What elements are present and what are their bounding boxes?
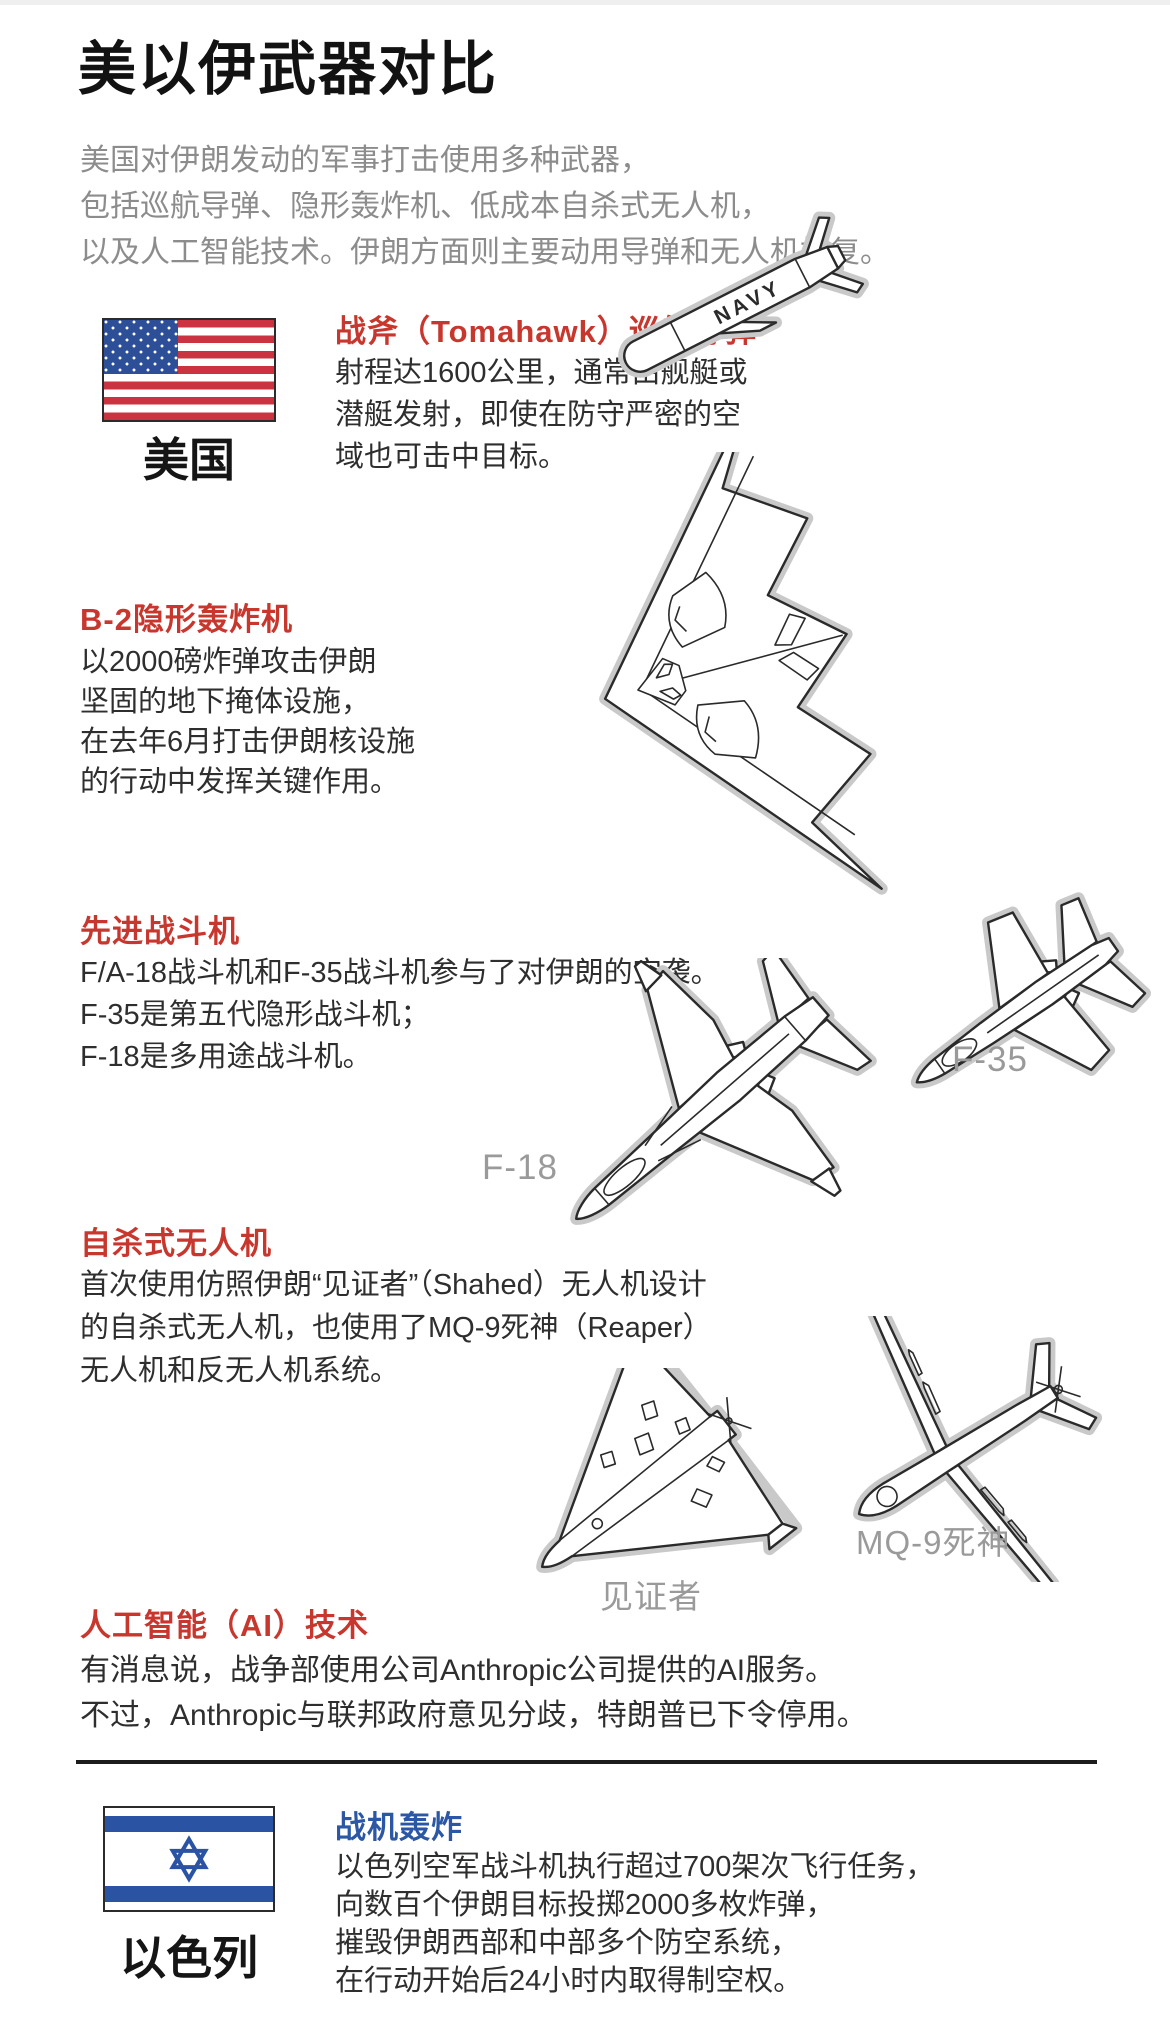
us-flag-canton bbox=[104, 320, 178, 374]
fighters-body: F/A-18战斗机和F-35战斗机参与了对伊朗的空袭。F-35是第五代隐形战斗机… bbox=[80, 957, 720, 1073]
ai-body: 有消息说，战争部使用公司Anthropic公司提供的AI服务。不过，Anthro… bbox=[80, 1654, 867, 1732]
strikes-heading: 战机轰炸 bbox=[335, 1810, 463, 1845]
israel-country-label: 以色列 bbox=[120, 1932, 258, 1984]
fighters-heading: 先进战斗机 bbox=[80, 914, 240, 949]
drones-body: 首次使用仿照伊朗“见证者”（Shahed）无人机设计的自杀式无人机，也使用了MQ… bbox=[80, 1269, 712, 1387]
us-country-label: 美国 bbox=[143, 434, 235, 486]
b2-bomber-illustration bbox=[599, 452, 888, 895]
f35-label: F-35 bbox=[952, 1040, 1028, 1079]
tomahawk-body: 射程达1600公里，通常由舰艇或潜艇发射，即使在防守严密的空域也可击中目标。 bbox=[335, 357, 748, 473]
f35-illustration bbox=[910, 892, 1152, 1089]
shahed-label: 见证者 bbox=[600, 1578, 702, 1615]
shahed-drone-illustration bbox=[536, 1368, 803, 1573]
f18-illustration bbox=[570, 958, 877, 1225]
page-title: 美以伊武器对比 bbox=[78, 37, 499, 102]
b2-heading: B-2隐形轰炸机 bbox=[80, 602, 293, 637]
drones-heading: 自杀式无人机 bbox=[80, 1226, 272, 1261]
b2-body: 以2000磅炸弹攻击伊朗坚固的地下掩体设施，在去年6月打击伊朗核设施的行动中发挥… bbox=[80, 646, 416, 798]
israel-flag bbox=[103, 1806, 275, 1912]
strikes-body: 以色列空军战斗机执行超过700架次飞行任务，向数百个伊朗目标投掷2000多枚炸弹… bbox=[335, 1851, 935, 1997]
intro-text: 美国对伊朗发动的军事打击使用多种武器，包括巡航导弹、隐形轰炸机、低成本自杀式无人… bbox=[80, 144, 890, 269]
section-divider bbox=[76, 1760, 1097, 1764]
israel-flag-top-bar bbox=[105, 1816, 273, 1832]
top-edge-strip bbox=[0, 0, 1170, 5]
tomahawk-missile-illustration: NAVY bbox=[618, 211, 869, 378]
israel-flag-bottom-bar bbox=[105, 1886, 273, 1902]
mq9-reaper-illustration bbox=[853, 1316, 1103, 1582]
mq9-label: MQ-9死神 bbox=[856, 1524, 1011, 1561]
star-of-david-icon bbox=[169, 1835, 209, 1883]
us-flag bbox=[102, 318, 276, 422]
f18-label: F-18 bbox=[482, 1148, 558, 1187]
ai-heading: 人工智能（AI）技术 bbox=[80, 1608, 369, 1643]
